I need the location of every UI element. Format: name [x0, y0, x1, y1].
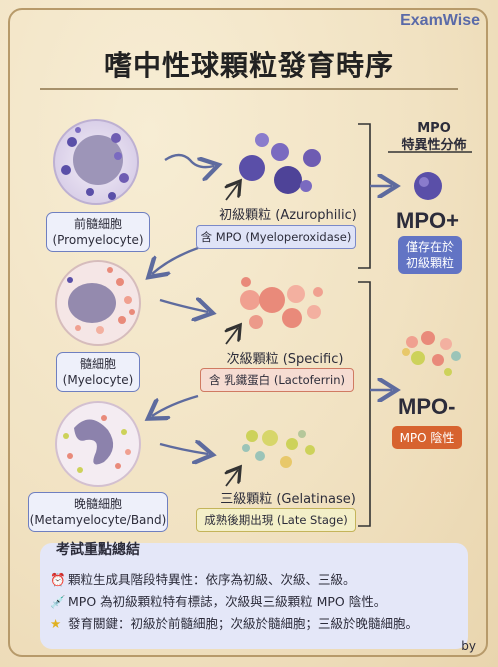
summary-item: ★ 發育關鍵：初級於前髓細胞；次級於髓細胞；三級於晚髓細胞。	[50, 613, 418, 632]
granule-title-primary: 初級顆粒 (Azurophilic)	[219, 208, 357, 223]
granule-title-tertiary: 三級顆粒 (Gelatinase)	[220, 492, 356, 507]
pointer-arrow	[226, 184, 238, 201]
cell-label-promyelocyte: 前髓細胞 (Promyelocyte)	[46, 212, 150, 252]
mpo-negative-note: MPO 陰性	[392, 426, 462, 449]
cell-english-name: (Myelocyte)	[62, 373, 134, 387]
granule-tag-secondary: 含 乳鐵蛋白 (Lactoferrin)	[200, 368, 354, 392]
mpo-positive-granule	[414, 172, 442, 200]
cell-name: 髓細胞	[79, 357, 116, 371]
mpo-negative-granules	[402, 331, 461, 376]
pointer-arrow	[226, 328, 238, 345]
mpo-positive-note: 僅存在於 初級顆粒	[398, 236, 462, 274]
cell-label-metamyelocyte: 晚髓細胞 (Metamyelocyte/Band)	[28, 492, 168, 532]
summary-item-text: 發育關鍵：初級於前髓細胞；次級於髓細胞；三級於晚髓細胞。	[68, 616, 419, 631]
summary-item: 💉MPO 為初級顆粒特有標誌，次級與三級顆粒 MPO 陰性。	[50, 591, 386, 610]
flow-arrow	[152, 394, 199, 416]
mpo-positive-note-line2: 初級顆粒	[405, 256, 454, 270]
cell-english-name: (Promyelocyte)	[52, 233, 144, 247]
brand-logo: ExamWise	[400, 12, 480, 29]
page-frame	[8, 8, 488, 657]
star-icon: ★	[50, 616, 62, 631]
cell-name: 前髓細胞	[73, 217, 122, 231]
summary-item-text: MPO 為初級顆粒特有標誌，次級與三級顆粒 MPO 陰性。	[68, 594, 387, 609]
granule-tag-primary: 含 MPO (Myeloperoxidase)	[196, 225, 356, 249]
cell-english-name: (Metamyelocyte/Band)	[29, 513, 167, 527]
secondary-granules	[240, 277, 323, 329]
promyelocyte-cell	[53, 119, 139, 205]
mpo-positive-label: MPO+	[396, 208, 459, 233]
mpo-negative-label: MPO-	[398, 394, 456, 419]
mpo-header: MPO 特異性分佈	[394, 120, 474, 154]
flow-arrow	[159, 300, 208, 312]
myelocyte-cell	[55, 260, 141, 346]
flow-arrow	[164, 153, 214, 167]
title-divider	[40, 88, 458, 90]
syringe-icon: 💉	[50, 594, 66, 609]
alarm-clock-icon: ⏰	[50, 572, 66, 587]
summary-box: 考試重點總結 ⏰顆粒生成具階段特異性：依序為初級、次級、三級。 💉MPO 為初級…	[40, 542, 468, 649]
bracket-secondary-tertiary	[358, 281, 371, 527]
flow-arrow	[159, 444, 208, 454]
flow-arrow	[152, 246, 199, 274]
primary-granules	[239, 133, 321, 194]
summary-item-text: 顆粒生成具階段特異性：依序為初級、次級、三級。	[68, 572, 356, 587]
metamyelocyte-cell	[55, 401, 141, 487]
tertiary-granules	[242, 430, 315, 468]
summary-item: ⏰顆粒生成具階段特異性：依序為初級、次級、三級。	[50, 569, 356, 588]
granule-tag-tertiary: 成熟後期出現 (Late Stage)	[196, 508, 356, 532]
granule-title-secondary: 次級顆粒 (Specific)	[226, 352, 344, 367]
mpo-header-line1: MPO	[417, 121, 451, 136]
mpo-positive-note-line1: 僅存在於	[405, 240, 454, 254]
byline: by	[461, 639, 476, 653]
mpo-positive-granule-highlight	[419, 177, 429, 187]
pointer-arrow	[226, 470, 238, 487]
cell-label-myelocyte: 髓細胞 (Myelocyte)	[56, 352, 140, 392]
cell-name: 晚髓細胞	[73, 497, 122, 511]
summary-title: 考試重點總結	[56, 542, 140, 558]
bracket-primary	[358, 123, 371, 269]
mpo-header-line2: 特異性分佈	[401, 138, 467, 153]
page-title: 嗜中性球顆粒發育時序	[103, 49, 394, 82]
